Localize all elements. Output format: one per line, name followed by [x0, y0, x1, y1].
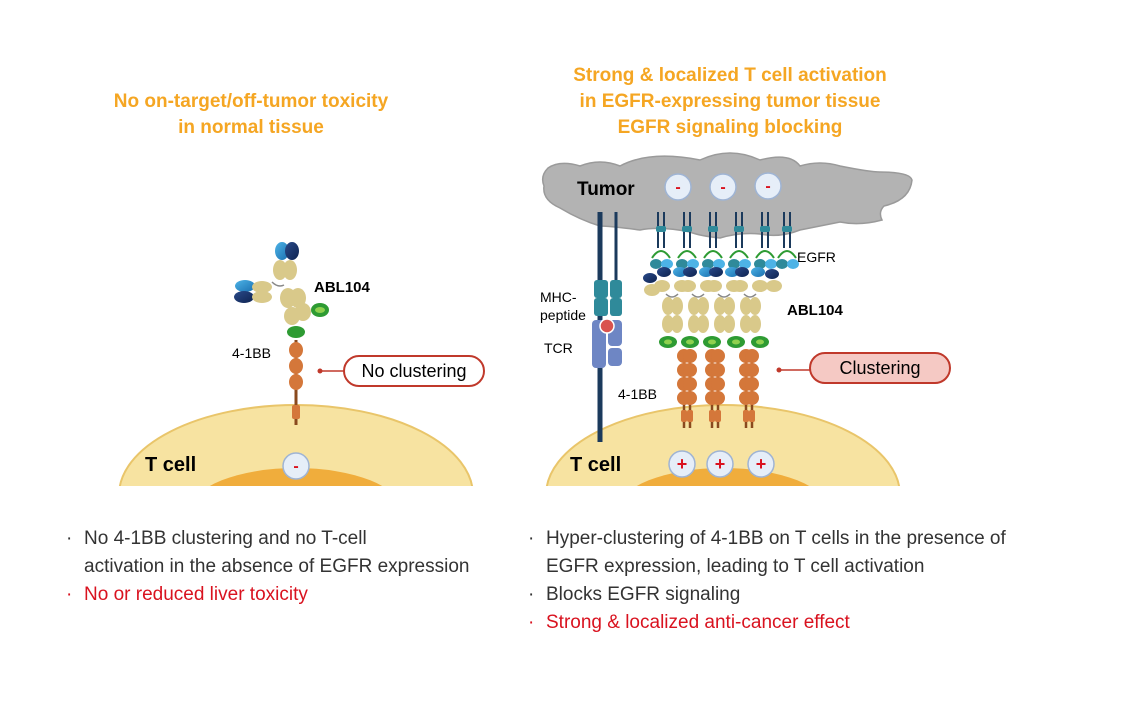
bullet-marker: ·: [528, 612, 535, 633]
right-bullet-list: · Hyper-clustering of 4-1BB on T cells i…: [528, 525, 1088, 637]
clustering-label: Clustering: [839, 358, 920, 378]
right-bullet-3: · Strong & localized anti-cancer effect: [528, 609, 1088, 637]
svg-text:-: -: [675, 179, 680, 196]
right-4-1bb-label: 4-1BB: [618, 386, 657, 402]
right-title-line-2: in EGFR-expressing tumor tissue: [579, 91, 881, 112]
svg-text:-: -: [765, 178, 770, 195]
svg-text:-: -: [720, 179, 725, 196]
egfr-receptor: [776, 212, 799, 269]
bullet-marker: ·: [66, 528, 73, 549]
4-1bb-receptor: [745, 349, 759, 428]
abl104-antibody-arm: [765, 269, 782, 292]
abl104-antibody-arm: [643, 273, 660, 296]
left-abl104-label: ABL104: [314, 279, 371, 296]
no-clustering-callout: No clustering: [317, 355, 485, 387]
right-bullet-1: · Hyper-clustering of 4-1BB on T cells i…: [528, 525, 1088, 581]
left-title-line-2: in normal tissue: [178, 117, 324, 138]
egfr-receptor: [650, 212, 673, 269]
svg-text:-: -: [293, 458, 298, 475]
svg-text:+: +: [677, 454, 688, 474]
right-panel-title: Strong & localized T cell activation in …: [520, 63, 940, 141]
bullet-marker: ·: [66, 584, 73, 605]
clustered-4-1bb-receptors: [659, 336, 769, 428]
tumor-negative-charge-icon: - - -: [664, 172, 782, 201]
right-abl104-antibodies: [643, 267, 782, 333]
right-bullet-1-line-1: Hyper-clustering of 4-1BB on T cells in …: [546, 528, 1006, 549]
right-t-cell: [545, 404, 901, 487]
left-abl104-antibody: [234, 242, 329, 325]
left-t-cell-label: T cell: [145, 454, 196, 476]
left-bullet-1-line-1: No 4-1BB clustering and no T-cell: [84, 528, 367, 549]
left-bullet-2-line-1: No or reduced liver toxicity: [84, 584, 308, 605]
abl104-antibody: [654, 267, 690, 333]
abl104-antibody: [706, 267, 742, 333]
left-bullet-2: · No or reduced liver toxicity: [66, 581, 506, 609]
left-title-line-1: No on-target/off-tumor toxicity: [113, 91, 389, 112]
abl104-antibody: [732, 267, 768, 333]
egfr-receptor: [754, 212, 777, 269]
t-cell-positive-charge-icons: + + +: [668, 450, 775, 478]
egfr-receptors: [650, 212, 799, 269]
tcr-label: TCR: [544, 340, 573, 356]
clustering-callout: Clustering: [776, 352, 951, 384]
right-title-line-3: EGFR signaling blocking: [617, 117, 843, 138]
svg-text:+: +: [756, 454, 767, 474]
svg-text:+: +: [715, 454, 726, 474]
right-t-cell-label: T cell: [570, 454, 621, 476]
left-negative-charge-icon: -: [282, 452, 310, 480]
mhc-peptide-label-line-1: MHC-: [540, 289, 577, 305]
right-title-line-1: Strong & localized T cell activation: [573, 65, 887, 86]
abl104-antibody: [680, 267, 716, 333]
left-bullet-1: · No 4-1BB clustering and no T-cell acti…: [66, 525, 506, 581]
mhc-peptide-label-line-2: peptide: [540, 307, 586, 323]
no-clustering-label: No clustering: [361, 361, 466, 381]
right-bullet-2-line-1: Blocks EGFR signaling: [546, 584, 741, 605]
egfr-label: EGFR: [797, 249, 836, 265]
right-bullet-2: · Blocks EGFR signaling: [528, 581, 1088, 609]
egfr-receptor: [702, 212, 725, 269]
left-4-1bb-label: 4-1BB: [232, 345, 271, 361]
left-4-1bb-receptor: [287, 326, 305, 425]
egfr-receptor: [728, 212, 751, 269]
left-bullet-list: · No 4-1BB clustering and no T-cell acti…: [66, 525, 506, 609]
tcr-mhc-complex: [592, 212, 622, 442]
left-panel-title: No on-target/off-tumor toxicity in norma…: [60, 89, 442, 141]
egfr-receptor: [676, 212, 699, 269]
bullet-marker: ·: [528, 528, 535, 549]
tumor-label: Tumor: [577, 179, 635, 200]
left-bullet-1-line-2: activation in the absence of EGFR expres…: [84, 556, 470, 577]
right-bullet-1-line-2: EGFR expression, leading to T cell activ…: [546, 556, 925, 577]
right-abl104-label: ABL104: [787, 302, 844, 319]
right-bullet-3-line-1: Strong & localized anti-cancer effect: [546, 612, 850, 633]
4-1bb-receptor: [711, 349, 725, 428]
bullet-marker: ·: [528, 584, 535, 605]
4-1bb-receptor: [683, 349, 697, 428]
